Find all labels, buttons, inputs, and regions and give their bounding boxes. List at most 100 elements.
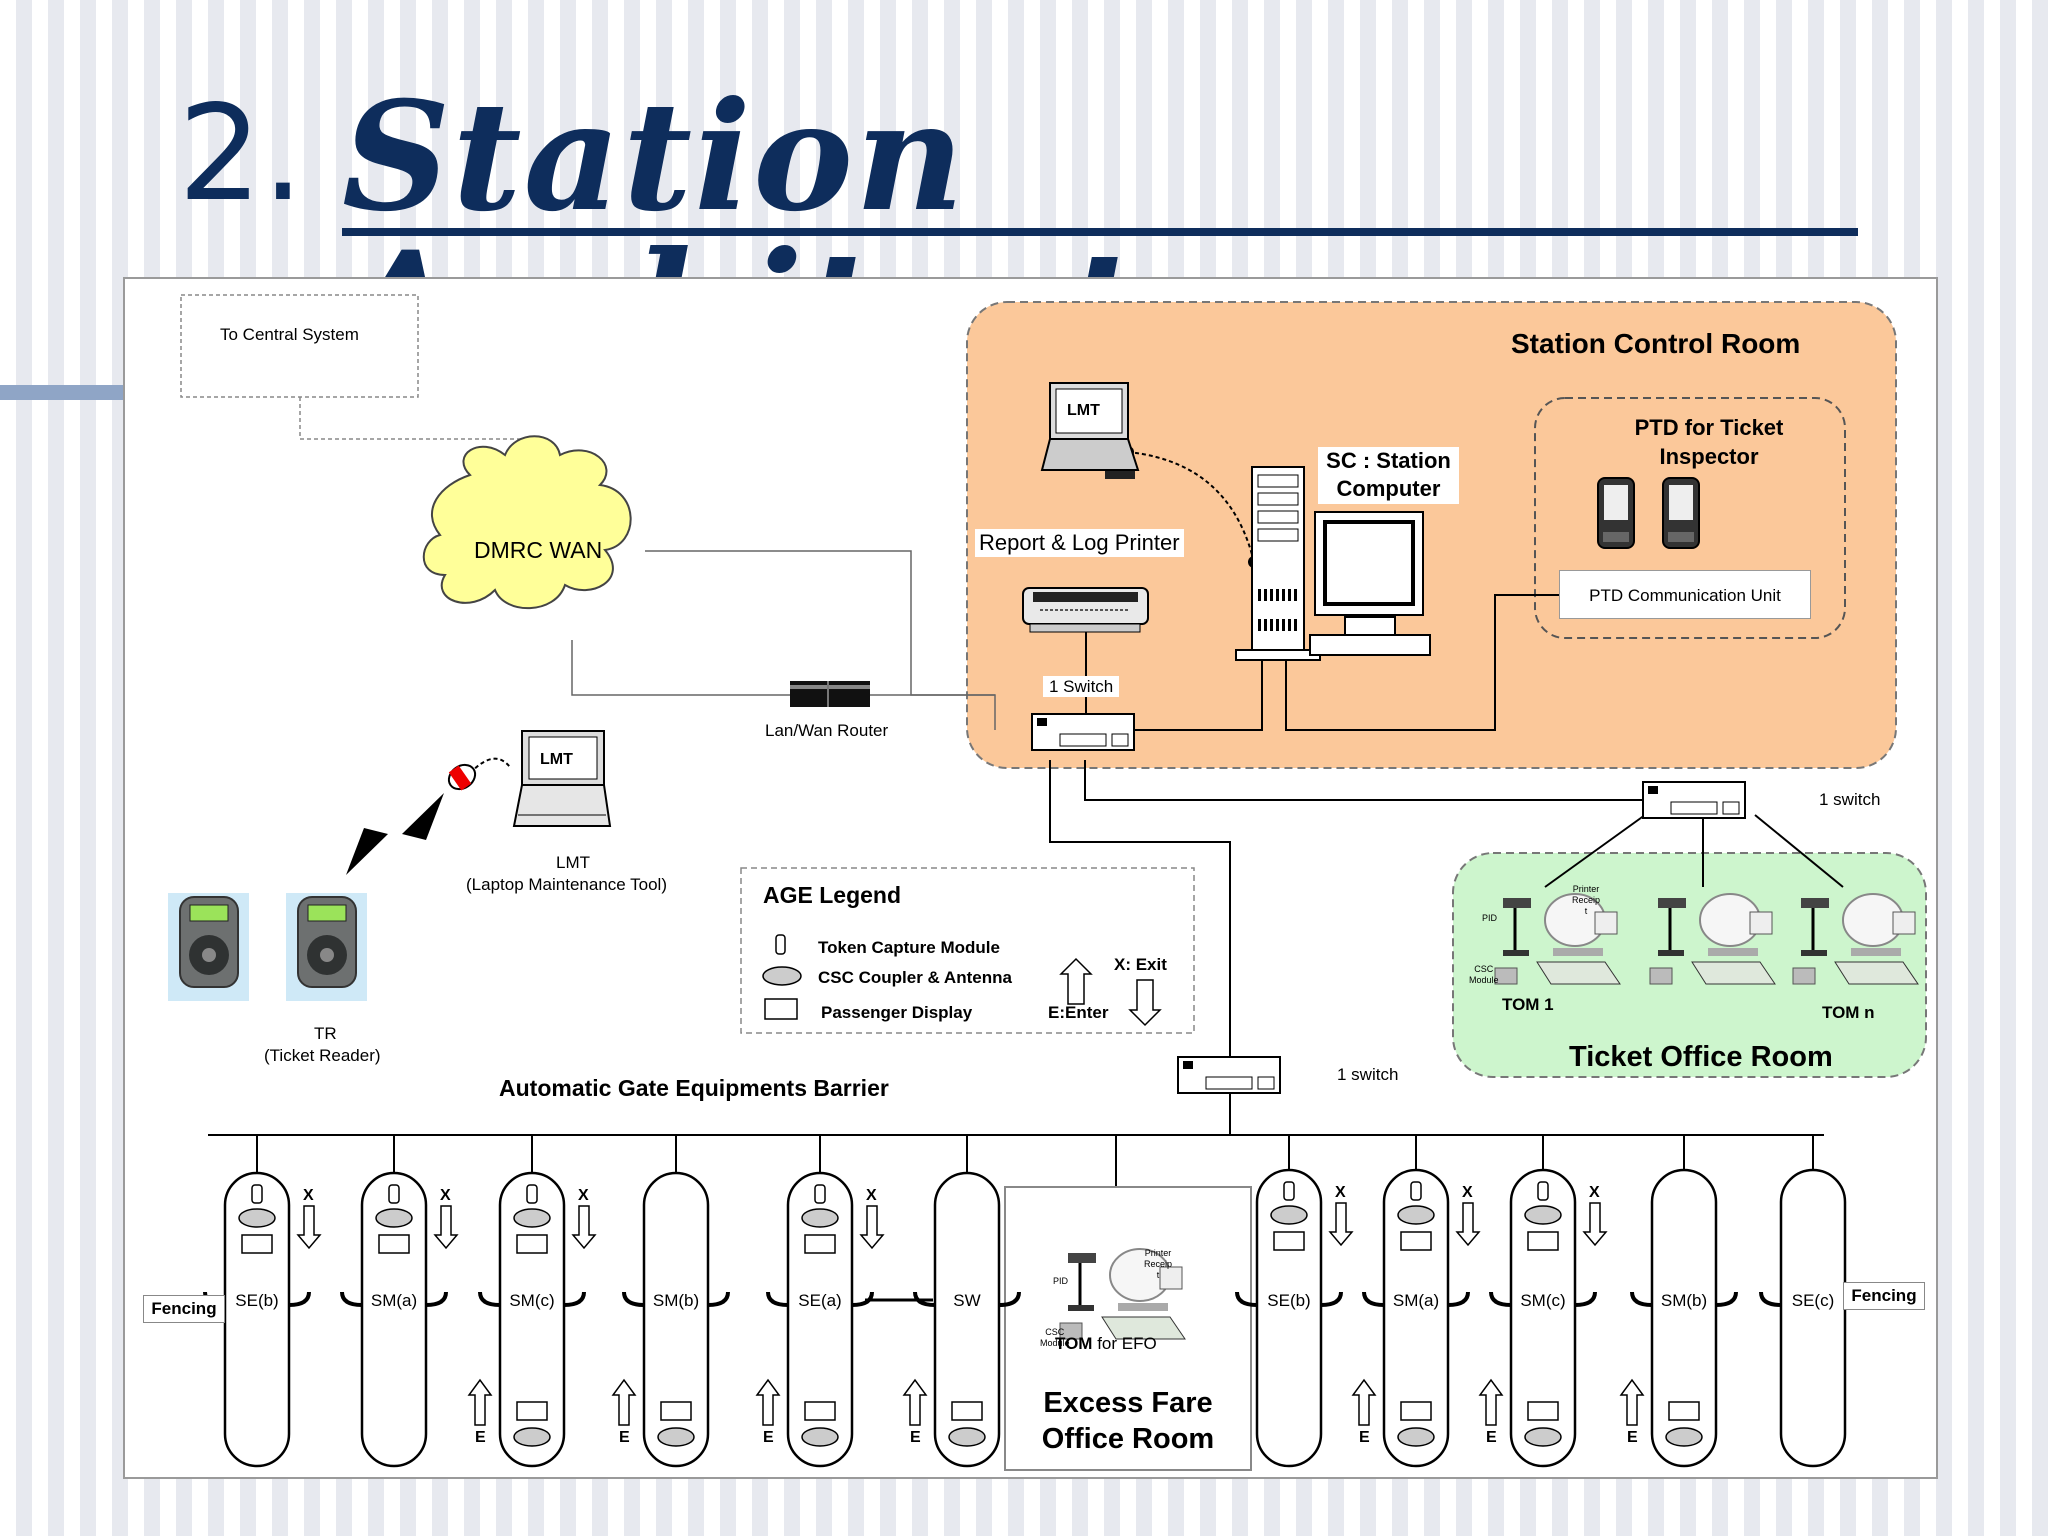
csc-coupler-icon xyxy=(513,1208,551,1228)
legend-item: Passenger Display xyxy=(821,1003,973,1022)
passenger-display-icon xyxy=(1668,1401,1700,1421)
enter-arrow-icon xyxy=(902,1378,928,1426)
central-system-box xyxy=(180,294,419,398)
handheld-reader-icon xyxy=(447,763,477,791)
ticket-reader-icon xyxy=(168,893,249,1001)
gate-label: SE(b) xyxy=(1267,1291,1311,1310)
exit-arrow-icon xyxy=(296,1205,322,1250)
enter-arrow-icon xyxy=(1478,1378,1504,1426)
lmt-laptop-icon xyxy=(512,730,612,827)
enter-arrow-icon xyxy=(755,1378,781,1426)
gate-8 xyxy=(1478,1135,1608,1468)
exit-mark: X xyxy=(1335,1184,1346,1201)
gate-7 xyxy=(1351,1135,1481,1468)
passenger-display-icon xyxy=(660,1401,692,1421)
token-capture-icon xyxy=(814,1184,826,1204)
exit-arrow-icon xyxy=(1328,1202,1354,1247)
csc-coupler-icon xyxy=(1397,1427,1435,1447)
tom-workstation-icon xyxy=(1792,893,1919,985)
ptd-box xyxy=(1534,397,1846,639)
legend-item: Token Capture Module xyxy=(818,938,1000,957)
age-legend-box xyxy=(740,867,1195,1034)
switch-label: 1 switch xyxy=(1819,790,1881,809)
arrow-icon xyxy=(346,828,388,875)
tr-sub-label: (Ticket Reader) xyxy=(264,1046,381,1065)
ticket-reader-icon xyxy=(286,893,367,1001)
gate-label: SW xyxy=(953,1291,981,1310)
enter-mark: E xyxy=(1627,1429,1638,1446)
enter-mark: E xyxy=(910,1429,921,1446)
gate-4 xyxy=(755,1135,885,1468)
gate-label: SE(c) xyxy=(1791,1291,1835,1310)
passenger-display-icon xyxy=(764,998,798,1020)
gate-label: SM(b) xyxy=(652,1291,700,1310)
tom-n-label: TOM n xyxy=(1822,1003,1875,1022)
csc-coupler-icon xyxy=(1270,1205,1308,1225)
lmt-screen-label: LMT xyxy=(540,751,573,768)
gate-label: SM(b) xyxy=(1660,1291,1708,1310)
passenger-display-icon xyxy=(951,1401,983,1421)
token-capture-icon xyxy=(1283,1181,1295,1201)
exit-arrow-icon xyxy=(433,1205,459,1250)
station-control-room-box xyxy=(966,301,1897,769)
gate-9 xyxy=(1619,1135,1738,1468)
passenger-display-icon xyxy=(1400,1231,1432,1251)
exit-arrow-icon xyxy=(571,1205,597,1250)
passenger-display-icon xyxy=(1527,1401,1559,1421)
gate-2 xyxy=(467,1135,597,1468)
passenger-display-icon xyxy=(804,1401,836,1421)
enter-mark: E xyxy=(1359,1429,1370,1446)
ptd-communication-unit: PTD Communication Unit xyxy=(1559,570,1811,619)
switch-label: 1 switch xyxy=(1337,1065,1399,1084)
central-system-label: To Central System xyxy=(220,325,359,344)
exit-arrow-icon xyxy=(1582,1202,1608,1247)
printer-icon xyxy=(1022,587,1149,633)
passenger-display-icon xyxy=(241,1234,273,1254)
token-capture-icon xyxy=(526,1184,538,1204)
switch-label: 1 Switch xyxy=(1043,676,1120,697)
lan-wan-router xyxy=(790,681,870,707)
csc-coupler-icon xyxy=(375,1208,413,1228)
enter-arrow-icon xyxy=(1619,1378,1645,1426)
enter-arrow-icon xyxy=(1059,957,1093,1005)
lmt-label: LMT xyxy=(556,853,590,872)
switch-icon xyxy=(1031,713,1135,751)
gate-3 xyxy=(611,1135,730,1468)
passenger-display-icon xyxy=(516,1234,548,1254)
passenger-display-icon xyxy=(516,1401,548,1421)
token-capture-icon xyxy=(388,1184,400,1204)
tom-workstation-icon xyxy=(1059,1248,1186,1340)
gate-1 xyxy=(340,1135,459,1468)
passenger-display-icon xyxy=(804,1234,836,1254)
pid-label: PID xyxy=(1482,913,1498,923)
csc-coupler-icon xyxy=(657,1427,695,1447)
enter-mark: E xyxy=(763,1429,774,1446)
exit-arrow-icon xyxy=(859,1205,885,1250)
csc-coupler-icon xyxy=(1665,1427,1703,1447)
exit-mark: X xyxy=(1589,1184,1600,1201)
exit-mark: X xyxy=(866,1187,877,1204)
gate-label: SM(c) xyxy=(509,1291,555,1310)
station-control-room-title: Station Control Room xyxy=(1511,328,1801,359)
csc-coupler-icon xyxy=(1524,1205,1562,1225)
lmt-screen-label: LMT xyxy=(1067,402,1100,419)
exit-arrow-icon xyxy=(1455,1202,1481,1247)
tr-label: TR xyxy=(314,1024,337,1043)
legend-exit: X: Exit xyxy=(1114,955,1167,974)
gate-5 xyxy=(902,1135,1021,1468)
enter-arrow-icon xyxy=(467,1378,493,1426)
ticket-office-room-title: Ticket Office Room xyxy=(1569,1041,1833,1073)
slide-number: 2. xyxy=(178,77,304,231)
enter-mark: E xyxy=(1486,1429,1497,1446)
gate-label: SM(a) xyxy=(1392,1291,1440,1310)
exit-mark: X xyxy=(303,1187,314,1204)
dmrc-wan-label: DMRC WAN xyxy=(474,537,603,563)
gate-label: SE(a) xyxy=(798,1291,842,1310)
gate-label: SE(b) xyxy=(235,1291,279,1310)
